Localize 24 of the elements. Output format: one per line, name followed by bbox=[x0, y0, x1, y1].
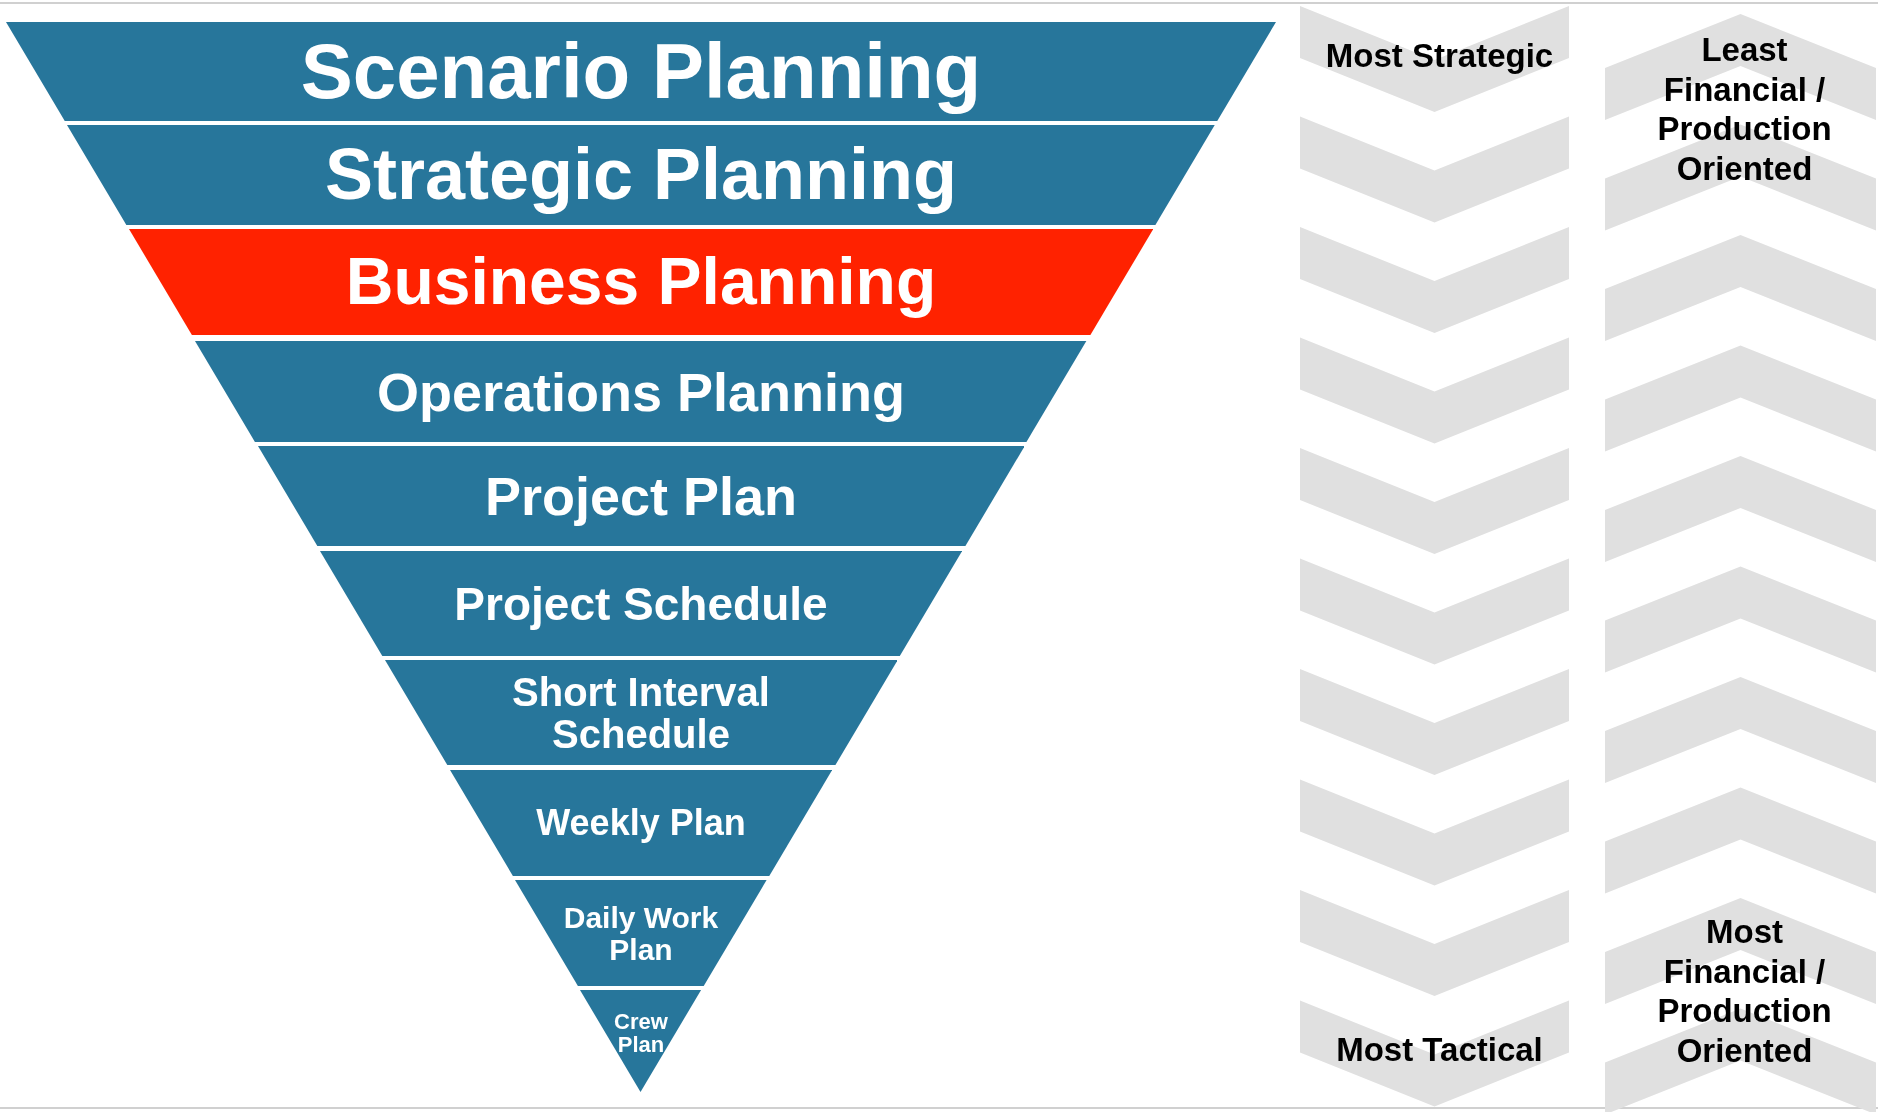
funnel-band bbox=[195, 341, 1087, 442]
funnel-band bbox=[580, 990, 702, 1092]
band-label: Crew Plan bbox=[613, 1009, 669, 1057]
axis-label: Most Financial / Production Oriented bbox=[1656, 912, 1833, 1071]
band-label: Daily Work Plan bbox=[562, 901, 720, 965]
band-label: Business Planning bbox=[345, 247, 937, 317]
axis-label: Least Financial / Production Oriented bbox=[1656, 30, 1833, 189]
funnel-band bbox=[67, 125, 1215, 225]
band-label: Weekly Plan bbox=[536, 804, 746, 842]
funnel-band bbox=[449, 770, 833, 876]
band-label: Project Schedule bbox=[454, 579, 828, 628]
funnel-band bbox=[319, 551, 963, 656]
axis-label: Most Strategic bbox=[1324, 36, 1555, 76]
band-label: Short Interval Schedule bbox=[511, 670, 771, 755]
funnel-band bbox=[384, 660, 898, 765]
funnel-band bbox=[257, 446, 1025, 546]
band-label: Project Plan bbox=[484, 467, 798, 525]
funnel-band bbox=[6, 22, 1276, 121]
axis-label: Most Tactical bbox=[1335, 1030, 1544, 1070]
funnel-band bbox=[515, 880, 767, 986]
band-label: Operations Planning bbox=[376, 363, 905, 420]
funnel-band bbox=[128, 229, 1154, 335]
band-label: Strategic Planning bbox=[324, 137, 958, 213]
band-label: Scenario Planning bbox=[300, 30, 982, 113]
